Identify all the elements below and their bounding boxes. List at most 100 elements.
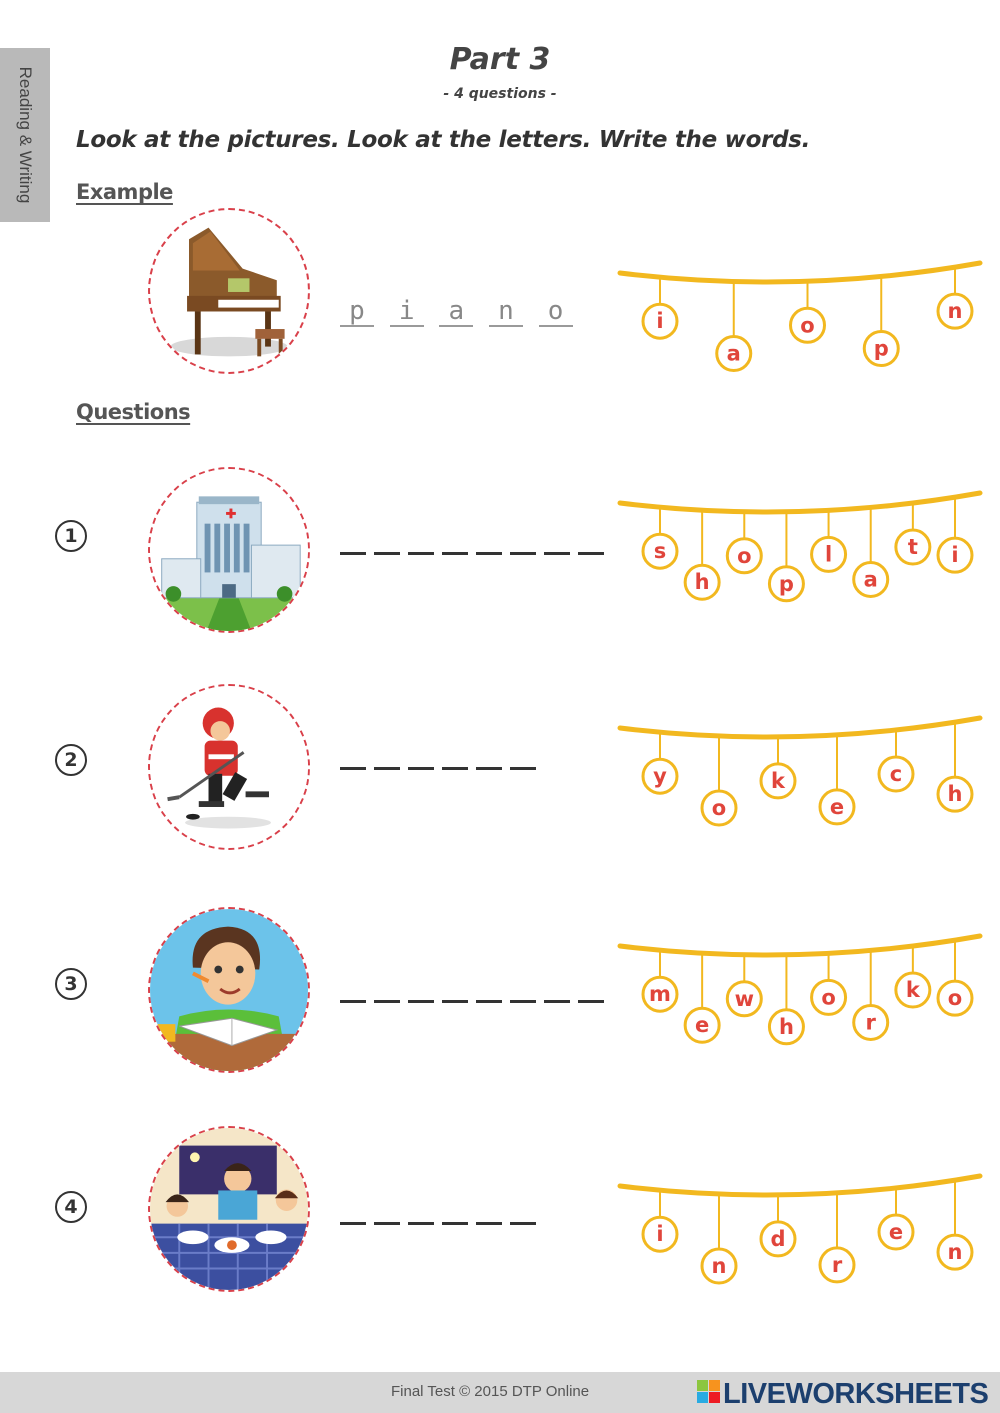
letter-bubble <box>852 1003 890 1041</box>
letter-bubble <box>936 979 974 1017</box>
garland-rope <box>617 715 983 740</box>
scrambled-letter: k <box>906 978 921 1002</box>
copyright-text: Final Test © 2015 DTP Online <box>391 1383 590 1400</box>
scrambled-letter: t <box>908 535 918 559</box>
letter-bubble <box>789 306 826 344</box>
letter-bubble <box>641 1215 679 1253</box>
example-answer: p i a n o <box>340 296 573 327</box>
letter-bubble <box>894 528 932 566</box>
example-answer-letter: i <box>389 297 424 327</box>
answer-blank[interactable] <box>442 1222 468 1225</box>
letter-bubble <box>715 335 753 373</box>
letter-bubble <box>852 560 890 598</box>
page-title: Part 3 <box>449 42 551 77</box>
scrambled-letter: p <box>874 336 889 360</box>
scrambled-letter: s <box>654 539 667 563</box>
scrambled-letter: o <box>712 796 726 820</box>
answer-blank[interactable] <box>374 552 400 555</box>
scrambled-letter: m <box>649 982 671 1006</box>
question-number: 4 <box>55 1191 87 1223</box>
letter-bubble <box>810 535 848 573</box>
letter-bubble <box>810 978 848 1016</box>
letter-bubble <box>818 1246 856 1284</box>
scrambled-letter: h <box>948 782 963 806</box>
letter-bubble <box>641 302 679 340</box>
scrambled-letter: o <box>800 313 814 337</box>
liveworksheets-brand-text: LIVEWORKSHEETS <box>723 1378 989 1410</box>
letter-bubble <box>767 1008 805 1046</box>
answer-blank[interactable] <box>442 552 468 555</box>
answer-blank[interactable] <box>510 1000 536 1003</box>
answer-blank[interactable] <box>340 1000 366 1003</box>
letter-bubble <box>877 1213 915 1251</box>
scrambled-letter: i <box>951 543 958 567</box>
letter-bubble <box>894 971 932 1009</box>
garland-rope <box>617 933 983 958</box>
answer-blank[interactable] <box>340 552 366 555</box>
answer-blank[interactable] <box>374 1222 400 1225</box>
scrambled-letter: o <box>948 986 962 1010</box>
letter-bubble <box>936 1233 974 1271</box>
answer-blank[interactable] <box>408 767 434 770</box>
scrambled-letter: a <box>864 567 878 591</box>
answer-blank[interactable] <box>510 767 536 770</box>
answer-blank[interactable] <box>476 1222 502 1225</box>
liveworksheets-logo-icon <box>697 1380 720 1403</box>
letter-bubble <box>725 980 763 1018</box>
letter-bubble <box>700 789 738 827</box>
answer-blank[interactable] <box>408 552 434 555</box>
letter-bubble <box>641 975 679 1013</box>
answer-blank[interactable] <box>578 1000 604 1003</box>
scrambled-letter: n <box>948 1240 963 1264</box>
scrambled-letter: d <box>770 1227 785 1251</box>
scrambled-letter: c <box>890 762 902 786</box>
scrambled-letter: p <box>779 572 794 596</box>
answer-blank[interactable] <box>442 767 468 770</box>
garland-rope <box>617 490 983 515</box>
instruction: Look at the pictures. Look at the letter… <box>76 127 811 153</box>
scrambled-letter: w <box>735 987 754 1011</box>
answer-blank[interactable] <box>340 1222 366 1225</box>
scrambled-letter: e <box>889 1220 903 1244</box>
answer-blank[interactable] <box>476 1000 502 1003</box>
answer-blank[interactable] <box>510 1222 536 1225</box>
letter-bubble <box>759 762 797 800</box>
answer-blank[interactable] <box>408 1000 434 1003</box>
letter-bubble <box>759 1220 797 1258</box>
letter-bubble <box>641 532 679 570</box>
example-answer-letter: o <box>538 297 573 327</box>
answer-blank[interactable] <box>476 767 502 770</box>
example-answer-letter: p <box>340 297 374 327</box>
scrambled-letter: o <box>737 544 751 568</box>
answer-blank[interactable] <box>374 1000 400 1003</box>
answer-blank[interactable] <box>544 552 570 555</box>
page-subtitle: - 4 questions - <box>443 86 557 102</box>
side-tab: Reading & Writing <box>0 48 50 222</box>
scrambled-letter: e <box>830 795 844 819</box>
answer-blank[interactable] <box>408 1222 434 1225</box>
answer-blank[interactable] <box>510 552 536 555</box>
answer-blank[interactable] <box>340 767 366 770</box>
question-number: 2 <box>55 744 87 776</box>
letter-bubble <box>767 565 805 603</box>
example-answer-letter: a <box>439 297 474 327</box>
letter-bubble <box>936 292 974 330</box>
scrambled-letter: y <box>653 764 667 788</box>
answer-blank[interactable] <box>442 1000 468 1003</box>
hockey-player-picture <box>148 684 310 850</box>
letter-bubble <box>725 537 763 575</box>
answer-blank[interactable] <box>544 1000 570 1003</box>
hospital-picture <box>148 467 310 633</box>
letter-bubble <box>700 1247 738 1285</box>
homework-picture <box>148 907 310 1073</box>
example-answer-letter: n <box>488 297 523 327</box>
letter-bubble <box>936 536 974 574</box>
scrambled-letter: i <box>656 1222 663 1246</box>
scrambled-letter: n <box>712 1254 727 1278</box>
letter-bubble <box>862 329 900 367</box>
scrambled-letter: h <box>779 1015 794 1039</box>
answer-blank[interactable] <box>374 767 400 770</box>
answer-blank[interactable] <box>578 552 604 555</box>
answer-blank[interactable] <box>476 552 502 555</box>
